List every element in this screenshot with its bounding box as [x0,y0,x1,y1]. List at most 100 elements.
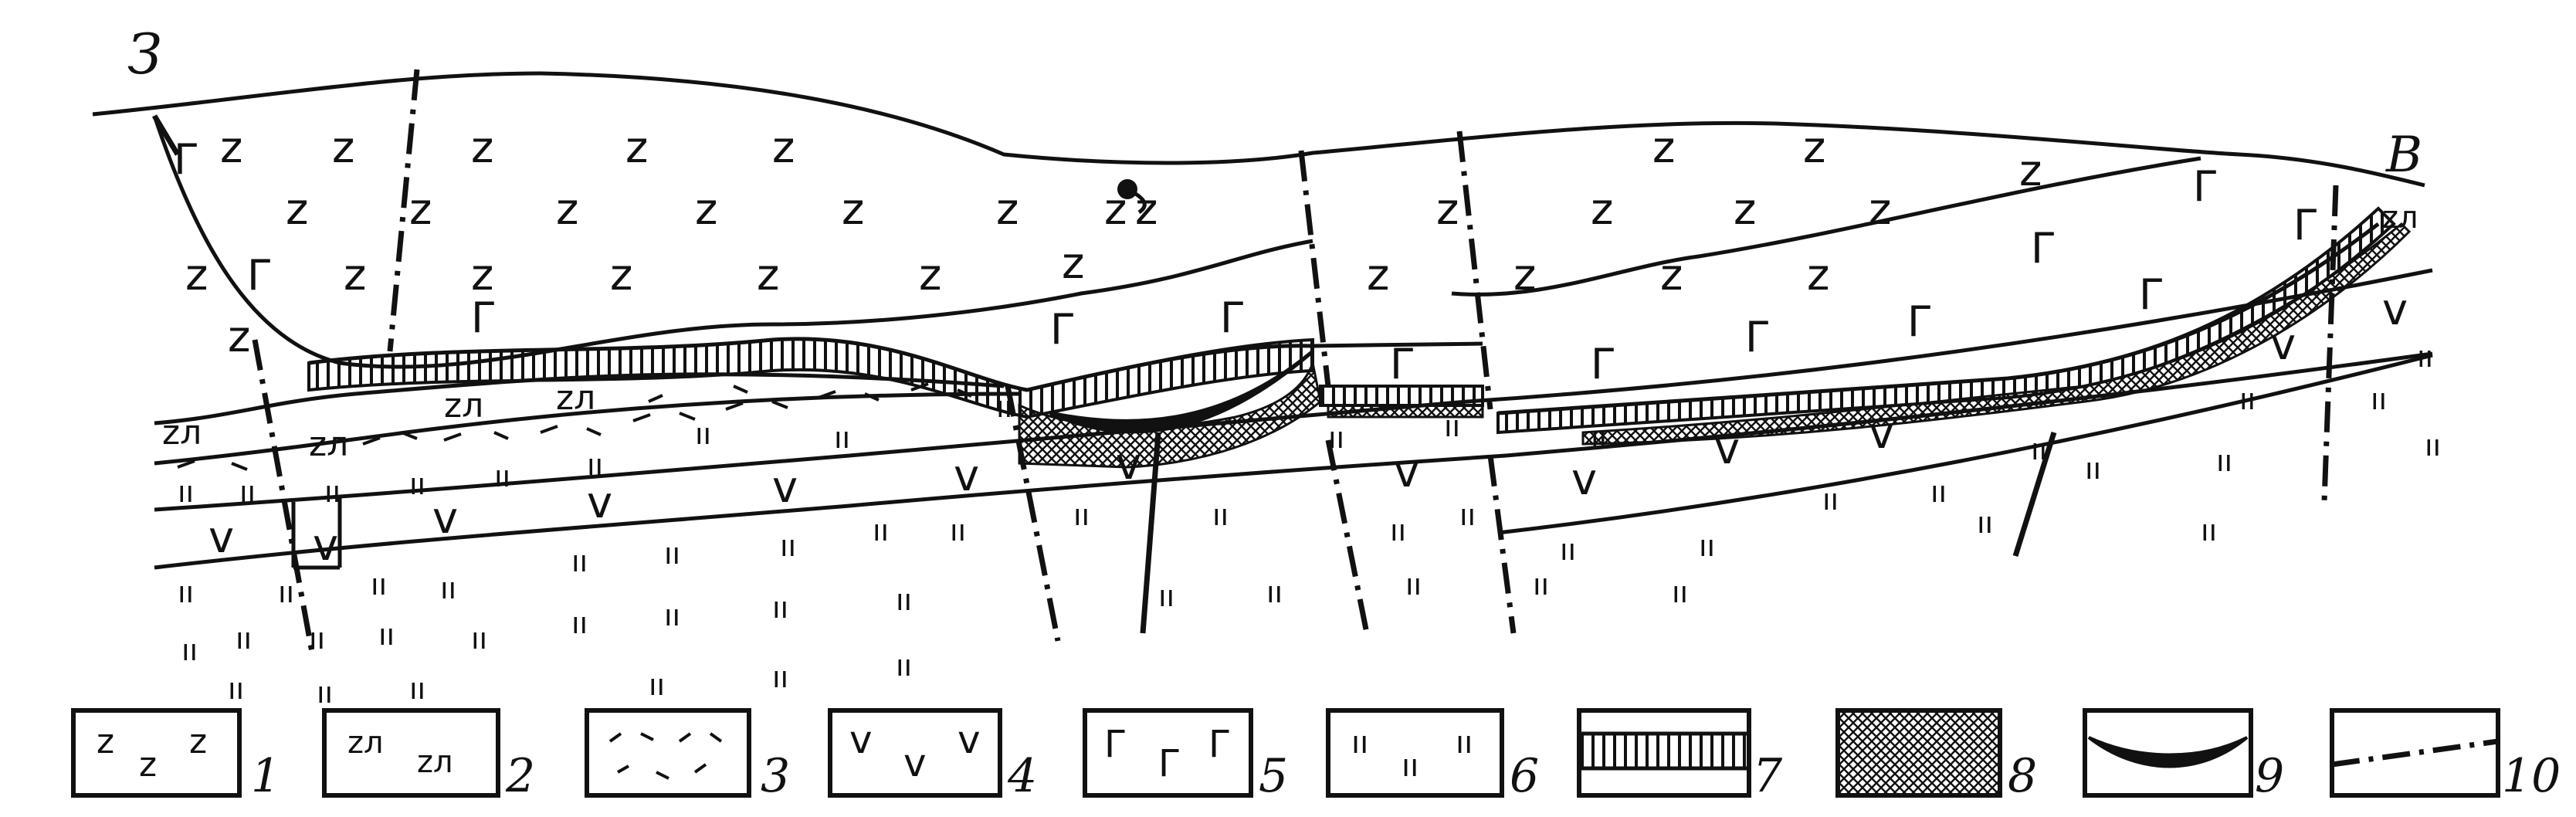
g-symbol: Г [1220,293,1246,342]
ii-symbol: ıı [996,390,1012,424]
ii-symbol: ıı [2201,514,2217,547]
g-symbol: Г [1390,340,1415,388]
z-symbol: z [1869,185,1891,235]
zl-symbol: zл [556,378,595,418]
ii-symbol: ıı [1405,568,1422,602]
legend-5-pattern: Г [1208,723,1231,766]
z-symbol: z [286,185,308,235]
legend-3-pattern [608,732,723,780]
ii-symbol: ıı [2425,429,2441,463]
ii-symbol: ıı [1459,498,1476,532]
ii-symbol: ıı [409,467,425,501]
legend-6-pattern: ıı [1456,725,1473,761]
z-symbol: z [772,123,795,173]
legend-4-pattern: v [958,717,981,762]
v-symbol: v [1394,447,1419,497]
ii-symbol: ıı [2371,382,2387,416]
layer-4-symbols: v v v v v v v v v v v v v [208,285,2408,571]
z-symbol: z [1660,250,1683,300]
v-symbol: v [1116,439,1141,490]
ii-symbol: ıı [1699,529,1715,563]
legend-item-5: Г Г Г 5 [1083,708,1288,803]
z-symbol: z [1513,250,1536,300]
ii-symbol: ıı [664,537,680,571]
legend-item-8: 8 [1835,708,2037,803]
z-symbol: z [996,185,1019,235]
layer-3-dashes [177,382,972,471]
fault-solid-segments [151,114,2057,634]
legend-4-label: 4 [1007,749,1037,803]
legend-1-pattern: z [139,745,157,785]
layer-6-symbols: ıı ıı ıı ıı ıı ıı ıı ıı ıı ıı ıı ıı ıı ı… [178,340,2441,710]
legend-9-label: 9 [2255,749,2284,803]
z-symbol: z [220,123,242,173]
z-symbol: z [1734,185,1756,235]
z-symbol: z [471,123,493,173]
v-symbol: v [954,451,979,501]
legend-8-label: 8 [2008,749,2037,803]
zl-symbol: zл [162,413,202,453]
ii-symbol: ıı [1672,575,1688,609]
ii-symbol: ıı [1977,506,1993,540]
g-symbol: Г [1745,313,1771,361]
g-symbol: Г [2031,224,2056,273]
v-symbol: v [587,478,612,528]
ii-symbol: ıı [1266,575,1283,609]
z-symbol: z [919,250,941,300]
legend-10-label: 10 [2502,749,2561,803]
v-symbol: v [1571,455,1597,505]
v-symbol: v [1869,408,1894,459]
legend-item-6: ıı ıı ıı 6 [1326,708,1539,803]
v-symbol: v [208,513,234,563]
legend-6-pattern: ıı [1402,748,1418,784]
ii-symbol: ıı [2031,432,2047,466]
legend-1-pattern: z [189,722,207,761]
ii-symbol: ıı [1212,498,1229,532]
ii-symbol: ıı [228,672,244,706]
legend-2-pattern: zл [417,744,453,780]
legend-item-9: 9 [2083,708,2284,803]
layer-2-symbols: zл zл zл zл zл [162,200,2418,464]
ii-symbol: ıı [440,571,456,605]
ii-symbol: ıı [1822,483,1839,517]
legend: z z z 1 zл zл 2 3 v v v 4 Г [71,708,2561,803]
layer-9-lens [1049,350,1314,434]
legend-item-1: z z z 1 [71,708,280,803]
z-symbol: z [344,250,366,300]
ii-symbol: ıı [236,622,252,656]
legend-10-pattern [2331,738,2499,768]
z-symbol: z [1062,239,1084,289]
g-symbol: Г [2293,201,2319,249]
legend-6-label: 6 [1510,749,1539,803]
zl-symbol: zл [309,425,348,464]
zl-symbol: zл [2382,200,2418,236]
z-symbol: z [556,185,578,235]
ii-symbol: ıı [2085,452,2101,486]
zl-symbol: zл [444,386,483,425]
ii-symbol: ıı [2417,340,2433,374]
z-symbol: z [695,185,717,235]
layer-8-strip [1327,404,1484,419]
ii-symbol: ıı [178,575,194,609]
ii-symbol: ıı [772,660,788,694]
ii-symbol: ıı [664,598,680,632]
ii-symbol: ıı [1158,579,1174,613]
legend-item-7: 7 [1577,708,1783,803]
ii-symbol: ıı [409,672,425,706]
legend-9-pattern [2087,736,2249,768]
west-label: З [127,22,162,86]
z-symbol: z [757,250,779,300]
v-symbol: v [2382,285,2408,335]
ii-symbol: ıı [2239,382,2256,416]
ii-symbol: ıı [649,668,665,702]
legend-3-label: 3 [761,749,790,803]
z-symbol: z [228,312,250,362]
z-symbol: z [842,185,864,235]
z-symbol: z [1135,185,1158,235]
g-symbol: Г [174,135,199,184]
v-symbol: v [313,520,338,571]
ii-symbol: ıı [1930,475,1947,509]
ii-symbol: ıı [587,448,603,482]
z-symbol: z [409,185,432,235]
